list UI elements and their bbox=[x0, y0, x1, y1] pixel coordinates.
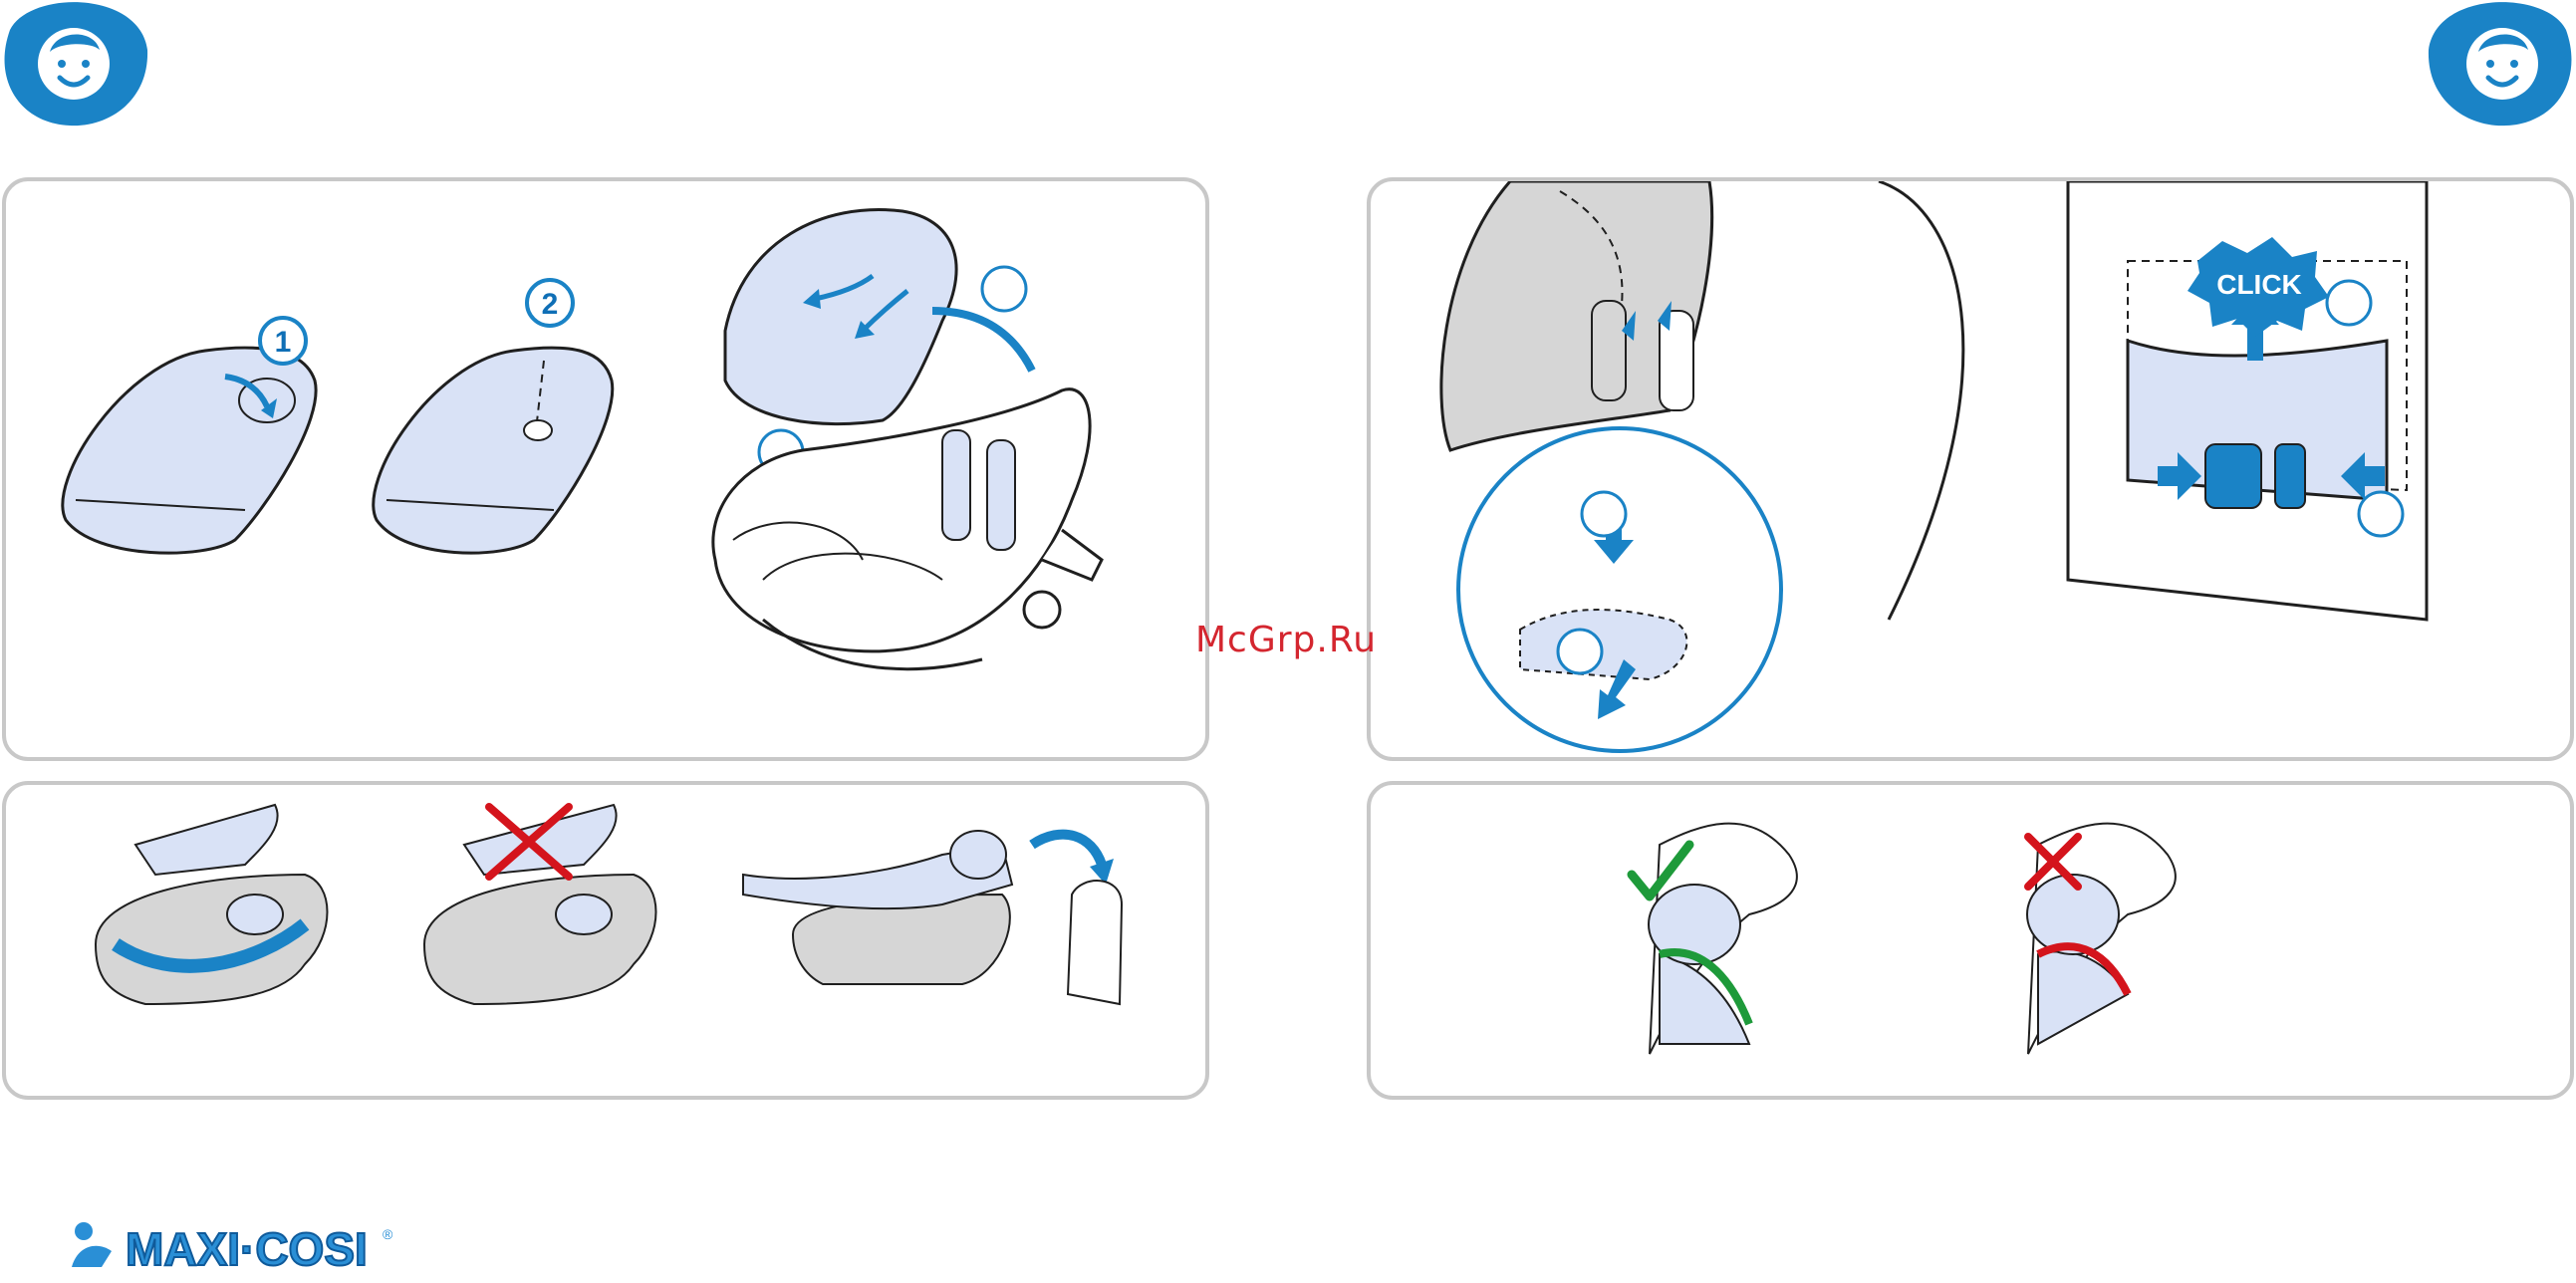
step-badge-8 bbox=[2359, 492, 2403, 536]
step-badge-7 bbox=[2327, 281, 2371, 325]
base-clip-illustration: CLICK bbox=[1879, 181, 2427, 620]
baby-face-badge-left bbox=[0, 0, 149, 129]
watermark: McGrp.Ru bbox=[1195, 620, 1377, 660]
step-number-1: 1 bbox=[275, 326, 292, 359]
panel-head-position bbox=[1367, 781, 2574, 1100]
insert-illustration-2 bbox=[374, 348, 613, 553]
step-badge-6 bbox=[1558, 630, 1602, 673]
panel-baby-insert-use bbox=[2, 781, 1209, 1100]
head-position-correct bbox=[1632, 824, 1797, 1054]
insert-correct-illustration bbox=[96, 805, 328, 1004]
step-badge-5 bbox=[1582, 492, 1626, 536]
head-position-incorrect bbox=[2027, 824, 2176, 1054]
step-number-2: 2 bbox=[542, 288, 559, 321]
brand-registered-mark: ® bbox=[383, 1226, 393, 1242]
seat-detail-illustration bbox=[1441, 181, 1712, 450]
brand-name: MAXI·COSI bbox=[126, 1223, 368, 1275]
insert-incorrect-illustration bbox=[424, 805, 656, 1004]
step-badge-3 bbox=[982, 267, 1026, 311]
baby-face-badge-right bbox=[2427, 0, 2576, 129]
panel-click-fit: CLICK bbox=[1367, 177, 2574, 761]
insert-lifted-illustration bbox=[725, 210, 1032, 424]
panel-remove-insert: 1 2 bbox=[2, 177, 1209, 761]
click-label: CLICK bbox=[2216, 269, 2302, 300]
insert-illustration-1 bbox=[63, 348, 316, 553]
maxi-cosi-logo: MAXI·COSI ® bbox=[68, 1217, 426, 1277]
baby-lift-illustration bbox=[743, 831, 1122, 1004]
